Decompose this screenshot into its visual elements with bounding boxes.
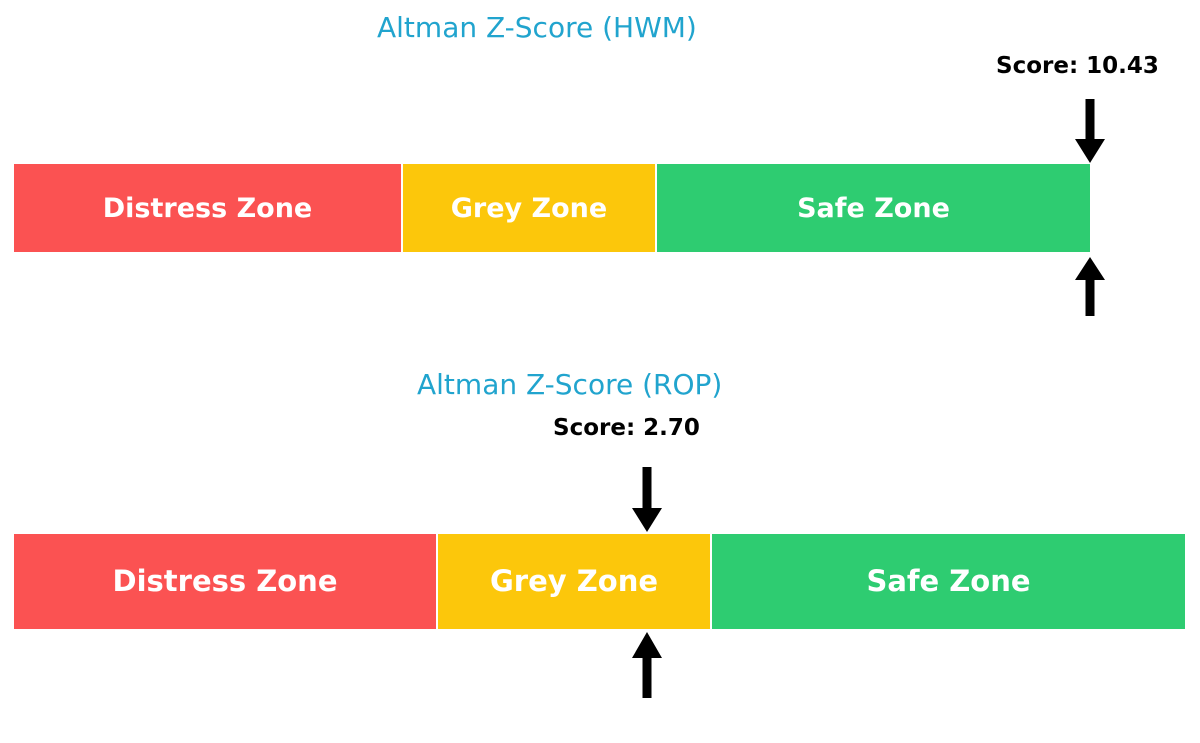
down-arrow-icon-rop (631, 467, 663, 533)
zone-segment-distress-hwm[interactable]: Distress Zone (14, 164, 403, 252)
zone-bar-hwm: Distress Zone Grey Zone Safe Zone (14, 164, 1090, 252)
up-arrow-icon-rop (631, 632, 663, 699)
chart-title-rop: Altman Z-Score (ROP) (417, 368, 723, 401)
zone-label-safe-hwm: Safe Zone (797, 192, 950, 224)
zone-label-grey-hwm: Grey Zone (450, 192, 608, 224)
chart-title-hwm: Altman Z-Score (HWM) (377, 11, 697, 44)
zone-segment-grey-hwm[interactable]: Grey Zone (403, 164, 657, 252)
zone-label-distress-rop: Distress Zone (112, 564, 338, 598)
up-arrow-icon-hwm (1074, 257, 1106, 317)
zone-segment-safe-hwm[interactable]: Safe Zone (657, 164, 1090, 252)
score-label-hwm: Score: 10.43 (996, 53, 1159, 79)
zone-segment-distress-rop[interactable]: Distress Zone (14, 534, 438, 629)
zone-label-safe-rop: Safe Zone (866, 564, 1031, 598)
down-arrow-icon-hwm (1074, 99, 1106, 164)
zone-bar-rop: Distress Zone Grey Zone Safe Zone (14, 534, 1185, 629)
zone-label-grey-rop: Grey Zone (489, 564, 659, 598)
zone-label-distress-hwm: Distress Zone (102, 192, 313, 224)
score-label-rop: Score: 2.70 (553, 415, 700, 441)
zone-segment-grey-rop[interactable]: Grey Zone (438, 534, 712, 629)
zone-segment-safe-rop[interactable]: Safe Zone (712, 534, 1185, 629)
